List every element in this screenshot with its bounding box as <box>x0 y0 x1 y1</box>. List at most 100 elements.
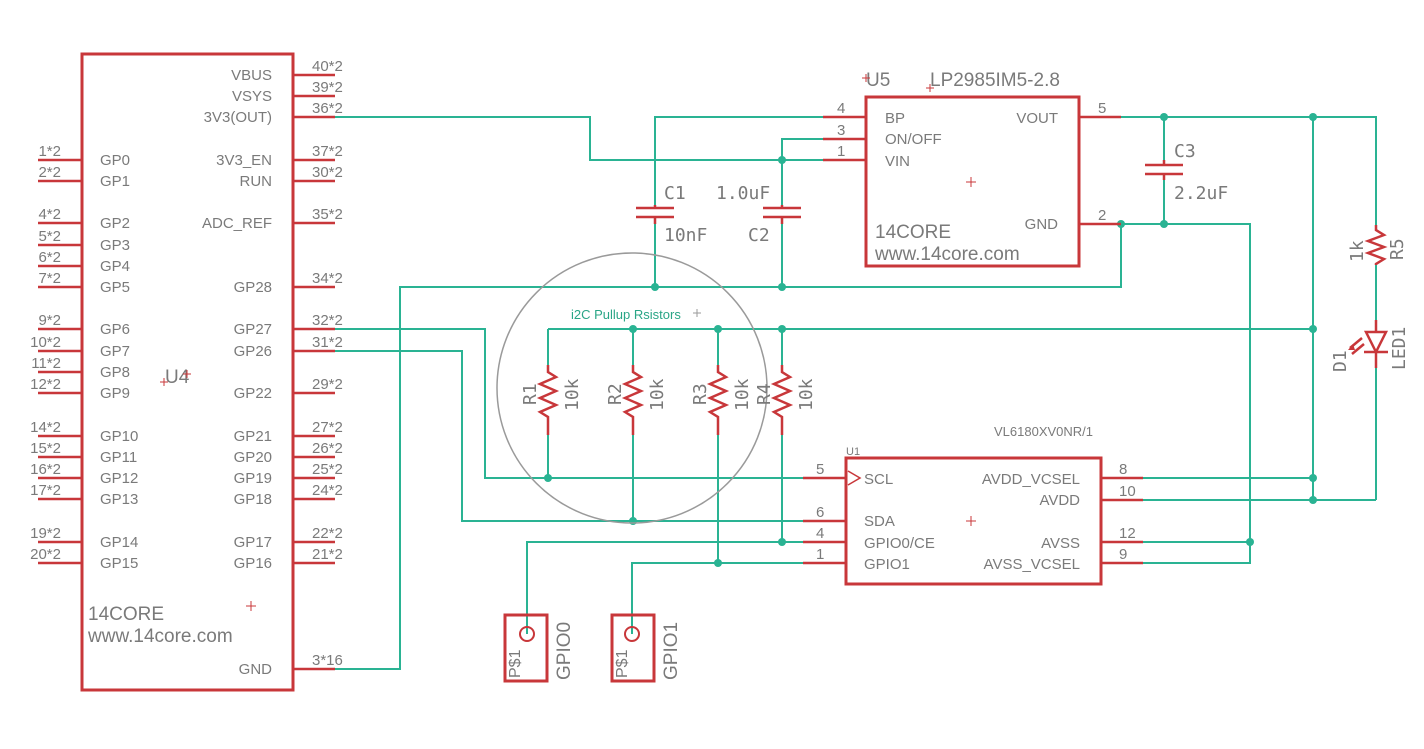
u4-pin-num: 29*2 <box>312 376 343 393</box>
u4-url: www.14core.com <box>87 626 233 647</box>
r3-name: R3 <box>690 383 711 405</box>
u5-pin-num: 1 <box>837 143 845 160</box>
u4-pin-num: 37*2 <box>312 143 343 160</box>
r4-name: R4 <box>754 383 775 405</box>
u4-pin-label: GP27 <box>234 321 272 338</box>
u4-pin-label: GP11 <box>100 449 137 466</box>
r1-value: 10k <box>562 378 583 411</box>
u4-pin-num: 3*16 <box>312 652 343 669</box>
u4-pin-num: 24*2 <box>312 482 343 499</box>
u4-pin-label: 3V3_EN <box>216 152 272 169</box>
u4-pin-label: GP12 <box>100 470 138 487</box>
u5-pin-num: 5 <box>1098 100 1106 117</box>
u4-pin-label: GP5 <box>100 279 130 296</box>
u4-pin-label: GP26 <box>234 343 272 360</box>
u5-pin-label: ON/OFF <box>885 131 942 148</box>
r5-resistor[interactable]: 1k R5 <box>1347 225 1408 266</box>
u4-pin-num: 36*2 <box>312 100 343 117</box>
r5-name: R5 <box>1387 238 1408 260</box>
u5-pin-num: 2 <box>1098 207 1106 224</box>
u1-pin-label: AVDD_VCSEL <box>982 471 1080 488</box>
u4-pin-label: GND <box>239 661 273 678</box>
u4-pin-label: RUN <box>240 173 273 190</box>
pullup-annotation: i2C Pullup Rsistors <box>571 307 681 322</box>
c2-value: 1.0uF <box>716 183 770 204</box>
u1-sensor[interactable]: 5 6 4 1 8 10 12 9 SCL SDA GPIO0/CE GPIO1… <box>803 424 1143 586</box>
u4-pin-label: GP6 <box>100 321 130 338</box>
u1-pin-label: AVSS_VCSEL <box>984 556 1080 573</box>
u5-part: LP2985IM5-2.8 <box>930 70 1060 91</box>
u4-pin-num: 22*2 <box>312 525 343 542</box>
u1-pin-num: 1 <box>816 546 824 563</box>
u4-pin-label: GP21 <box>234 428 272 445</box>
u4-pin-num: 15*2 <box>30 440 61 457</box>
u4-pin-num: 5*2 <box>38 228 61 245</box>
u5-name: U5 <box>866 70 890 91</box>
u4-pin-num: 32*2 <box>312 312 343 329</box>
c1-value: 10nF <box>664 225 707 246</box>
u4-pico[interactable]: VBUS40*2VSYS39*23V3(OUT)36*23V3_EN37*2RU… <box>30 52 343 692</box>
r3-resistor[interactable]: R3 10k <box>690 365 753 435</box>
u4-pin-label: GP14 <box>100 534 138 551</box>
junctions <box>544 113 1317 567</box>
u4-pin-label: GP17 <box>234 534 272 551</box>
u4-pin-num: 10*2 <box>30 334 61 351</box>
c3-name: C3 <box>1174 141 1196 162</box>
u4-pin-label: GP20 <box>234 449 272 466</box>
r1-name: R1 <box>520 383 541 405</box>
u5-pin-label: VIN <box>885 153 910 170</box>
u4-pin-num: 30*2 <box>312 164 343 181</box>
u4-pin-num: 34*2 <box>312 270 343 287</box>
u4-brand: 14CORE <box>88 604 164 625</box>
u4-pin-num: 9*2 <box>38 312 61 329</box>
u4-pin-num: 40*2 <box>312 58 343 75</box>
c3-value: 2.2uF <box>1174 183 1228 204</box>
u4-pin-label: GP19 <box>234 470 272 487</box>
c3-capacitor[interactable]: C3 2.2uF <box>1145 141 1228 204</box>
r2-name: R2 <box>605 383 626 405</box>
u4-pin-num: 6*2 <box>38 249 61 266</box>
u1-pin-label: AVDD <box>1039 492 1080 509</box>
u1-pin-num: 4 <box>816 525 824 542</box>
gpio1-pad: P$1 <box>614 649 631 678</box>
u4-pin-label: VSYS <box>232 88 272 105</box>
u4-pin-num: 11*2 <box>31 355 61 372</box>
u4-pin-label: GP8 <box>100 364 130 381</box>
u1-pin-num: 9 <box>1119 546 1127 563</box>
u4-pin-label: GP0 <box>100 152 130 169</box>
u4-pin-label: GP15 <box>100 555 138 572</box>
u4-pin-num: 16*2 <box>30 461 61 478</box>
gpio1-connector[interactable]: P$1 GPIO1 <box>610 613 682 683</box>
r2-resistor[interactable]: R2 10k <box>605 365 668 435</box>
c2-capacitor[interactable]: 1.0uF C2 <box>716 183 801 246</box>
c1-name: C1 <box>664 183 686 204</box>
r2-value: 10k <box>647 378 668 411</box>
u4-pin-label: GP7 <box>100 343 130 360</box>
u4-pin-num: 12*2 <box>30 376 61 393</box>
u5-pin-num: 3 <box>837 122 845 139</box>
u4-pin-label: VBUS <box>231 67 272 84</box>
u4-pin-label: GP28 <box>234 279 272 296</box>
u4-pin-num: 27*2 <box>312 419 343 436</box>
u4-pin-label: GP13 <box>100 491 138 508</box>
u5-regulator[interactable]: 4 3 1 5 2 BP ON/OFF VIN VOUT GND U5 LP29… <box>823 70 1121 268</box>
u4-pin-num: 14*2 <box>30 419 61 436</box>
u5-url: www.14core.com <box>874 244 1020 265</box>
c1-capacitor[interactable]: C1 10nF <box>636 183 707 246</box>
u4-pin-label: GP3 <box>100 237 130 254</box>
u4-pin-label: GP2 <box>100 215 130 232</box>
u1-pin-label: GPIO0/CE <box>864 535 935 552</box>
u5-brand: 14CORE <box>875 222 951 243</box>
d1-led[interactable]: D1 LED1 <box>1330 320 1410 372</box>
r1-resistor[interactable]: R1 10k <box>520 365 583 435</box>
u4-pin-num: 31*2 <box>312 334 343 351</box>
u1-pin-num: 10 <box>1119 483 1136 500</box>
u1-pin-num: 6 <box>816 504 824 521</box>
u4-pin-num: 26*2 <box>312 440 343 457</box>
r4-resistor[interactable]: R4 10k <box>754 365 817 435</box>
u4-pin-label: GP10 <box>100 428 138 445</box>
u4-pin-label: GP22 <box>234 385 272 402</box>
u4-pin-label: 3V3(OUT) <box>204 109 272 126</box>
gpio0-connector[interactable]: P$1 GPIO0 <box>503 613 575 683</box>
